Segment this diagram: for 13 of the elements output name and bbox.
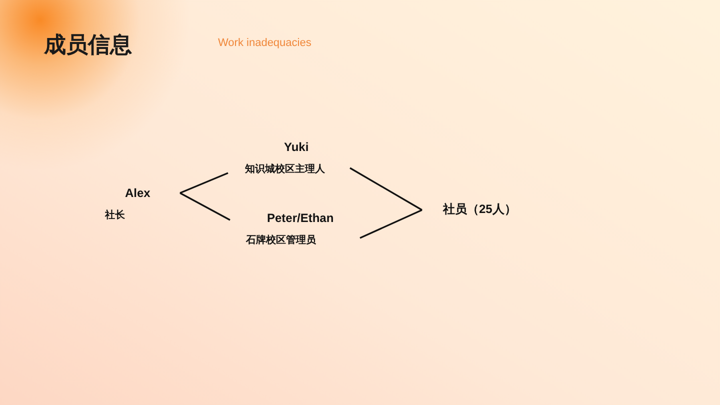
connector-line (360, 209, 422, 239)
subtitle-text: Work inadequacies (218, 37, 312, 49)
member-name: Peter/Ethan (266, 211, 335, 225)
member-role: 社长 (104, 208, 126, 222)
member-role: 知识城校区主理人 (244, 162, 326, 176)
connector-line (180, 172, 228, 194)
connector-line (180, 192, 230, 221)
member-name: 社员（25人） (442, 201, 518, 218)
member-role: 石牌校区管理员 (244, 234, 317, 247)
slide-title: 成员信息 (44, 32, 132, 60)
member-name: Yuki (283, 140, 310, 154)
member-name: Alex (124, 186, 152, 200)
connector-line (350, 167, 422, 211)
